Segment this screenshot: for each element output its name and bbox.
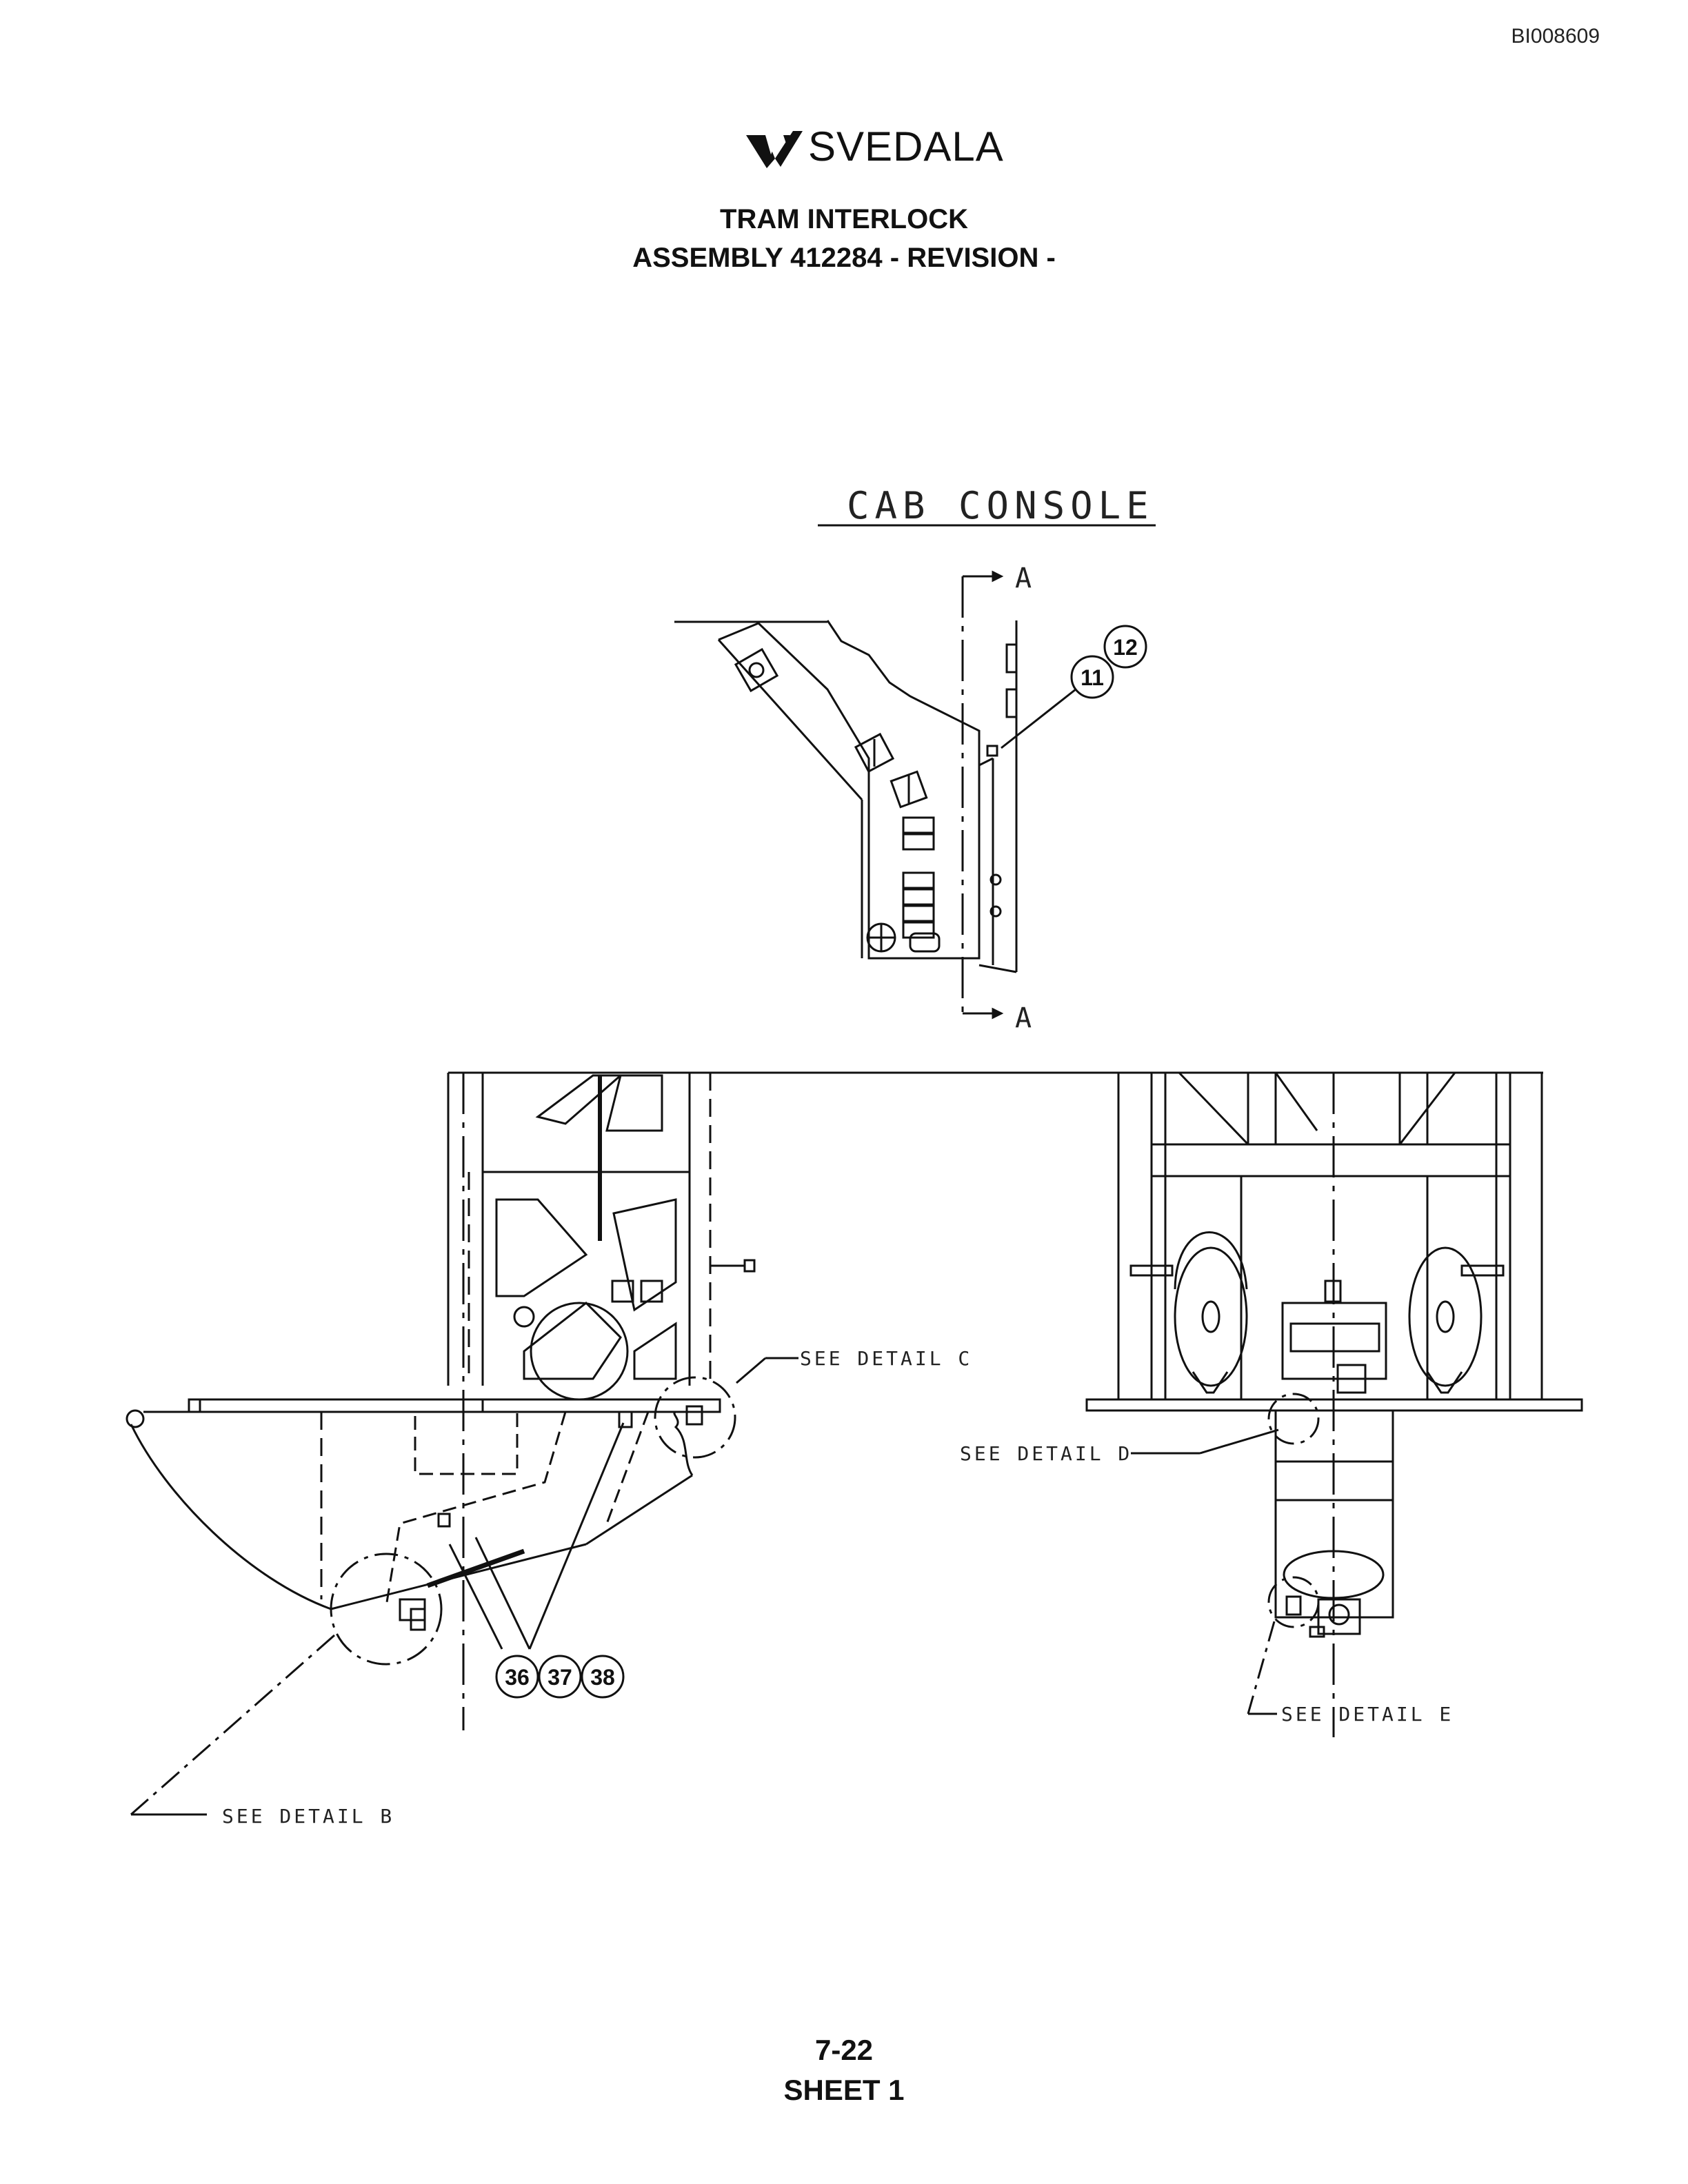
document-title: TRAM INTERLOCK (720, 204, 968, 234)
document-id: BI008609 (1511, 25, 1600, 48)
balloon-37 (538, 1655, 582, 1699)
callout-detail-e: SEE DETAIL E (1281, 1703, 1454, 1726)
svedala-logo: SVEDALA (745, 123, 1007, 178)
section-marker-bottom: A (1015, 1002, 1032, 1034)
balloon-11 (1070, 655, 1114, 699)
balloon-38 (581, 1655, 625, 1699)
balloon-37-label: 37 (547, 1665, 572, 1690)
document-subtitle: ASSEMBLY 412284 - REVISION - (632, 243, 1056, 273)
left-side-view (125, 1071, 1543, 1816)
cab-console-label: CAB CONSOLE (847, 484, 1154, 527)
cab-console-view (674, 570, 1076, 1020)
callout-detail-b: SEE DETAIL B (222, 1805, 394, 1828)
balloon-12-label: 12 (1113, 635, 1138, 660)
callout-detail-c: SEE DETAIL C (800, 1347, 972, 1370)
balloon-36-label: 36 (505, 1665, 530, 1690)
right-section-view (1085, 1071, 1583, 1737)
balloon-36 (495, 1655, 539, 1699)
sheet-number: SHEET 1 (783, 2074, 905, 2106)
balloon-38-label: 38 (590, 1665, 615, 1690)
balloon-12 (1103, 625, 1147, 669)
page-number: 7-22 (814, 2034, 874, 2066)
section-marker-top: A (1015, 563, 1032, 594)
svedala-logo-mark-icon (746, 131, 803, 168)
balloon-11-label: 11 (1081, 665, 1104, 690)
svedala-logo-text: SVEDALA (808, 123, 1004, 170)
callout-detail-d: SEE DETAIL D (960, 1442, 1132, 1465)
